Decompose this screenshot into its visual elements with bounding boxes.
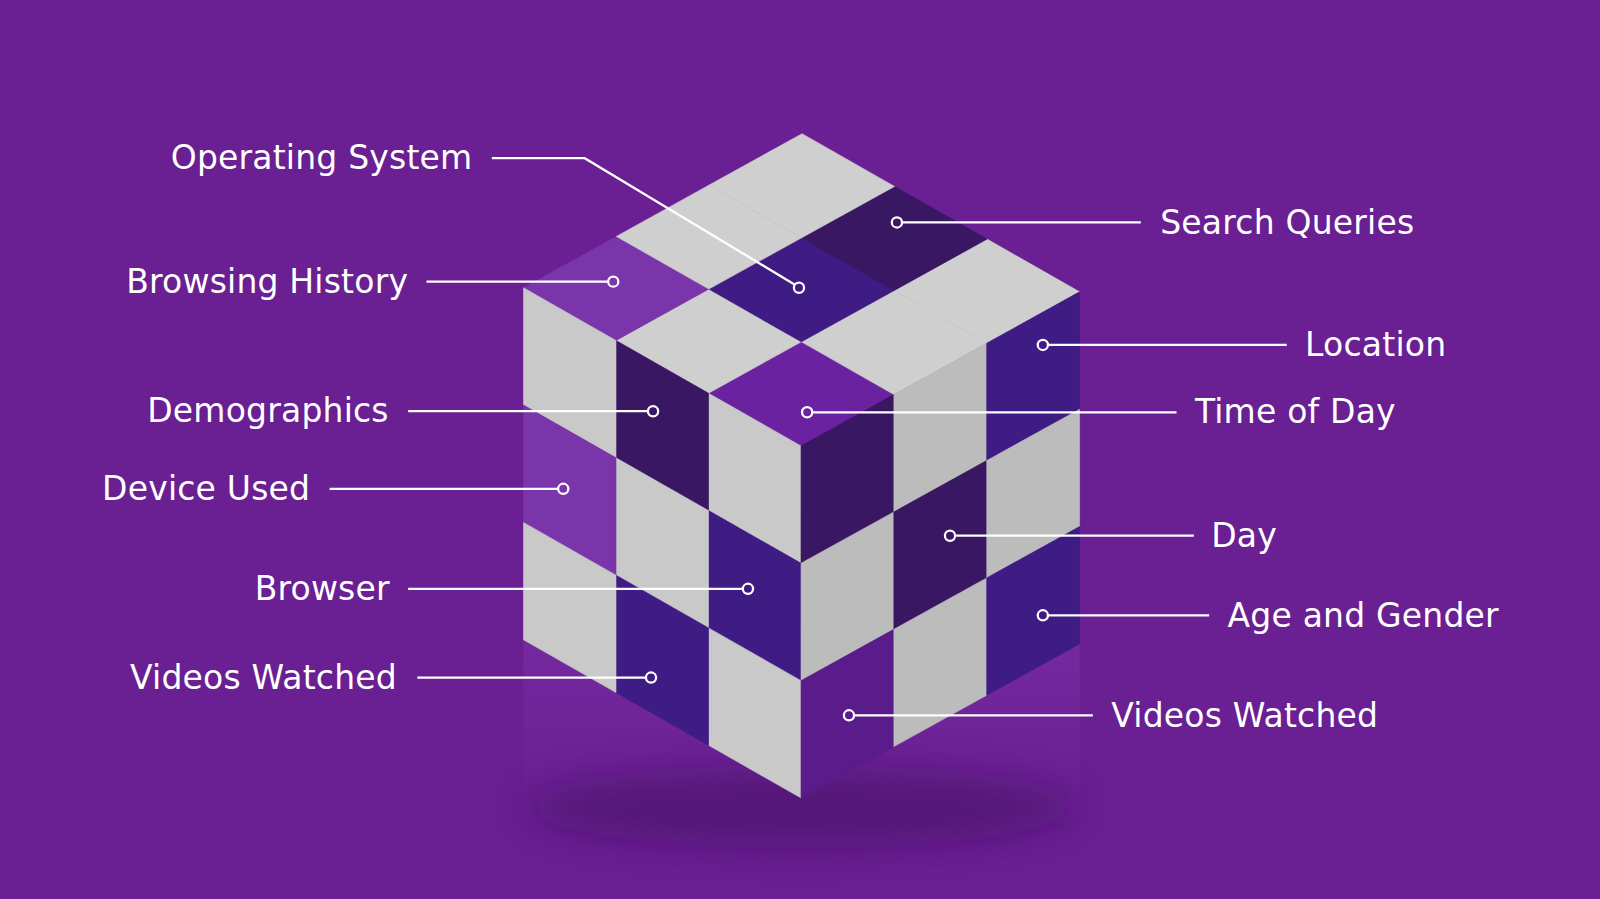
leader-line <box>1048 344 1287 346</box>
callout-label: Device Used <box>102 469 310 509</box>
leader-dot <box>608 277 618 287</box>
label-text: Search Queries <box>1160 203 1414 242</box>
leader-dot <box>648 406 658 416</box>
leader-line <box>427 281 609 283</box>
callout-label: Time of Day <box>1195 392 1396 432</box>
leader-line <box>812 411 1176 413</box>
leader-line <box>854 714 1093 716</box>
leader-lines <box>330 158 1287 715</box>
callout-label: Browser <box>255 569 390 609</box>
leader-dot <box>892 217 902 227</box>
leader-dot <box>1038 610 1048 620</box>
cube-tile <box>987 527 1080 696</box>
leader-dot <box>743 584 753 594</box>
callout-label: Day <box>1211 516 1277 556</box>
label-text: Demographics <box>147 391 389 430</box>
leader-line <box>1048 614 1209 616</box>
leader-dot <box>1038 340 1048 350</box>
leader-line <box>492 158 795 285</box>
cube-tile <box>894 578 987 747</box>
leader-dot <box>794 283 804 293</box>
label-text: Device Used <box>102 469 310 508</box>
callout-label: Age and Gender <box>1228 596 1499 636</box>
cube-tile <box>709 628 802 798</box>
leader-line <box>408 410 648 412</box>
leader-line <box>408 588 743 590</box>
leader-dot <box>802 407 812 417</box>
leader-dots <box>558 217 1048 720</box>
leader-dot <box>646 672 656 682</box>
callout-label: Demographics <box>147 391 389 431</box>
cube-tiles <box>523 134 1079 798</box>
leader-line <box>902 221 1141 223</box>
callout-label: Search Queries <box>1160 203 1414 243</box>
leader-dot <box>844 710 854 720</box>
label-text: Age and Gender <box>1228 596 1499 635</box>
leader-line <box>955 535 1194 537</box>
leader-dot <box>558 484 568 494</box>
callout-label: Browsing History <box>126 262 408 302</box>
leader-line <box>330 488 559 490</box>
label-text: Day <box>1211 516 1277 555</box>
callout-label: Operating System <box>171 138 473 178</box>
label-text: Browser <box>255 569 390 608</box>
cube-tile <box>616 575 709 745</box>
cube-tile <box>801 629 894 798</box>
cube-tile <box>709 134 894 238</box>
leader-dot <box>945 531 955 541</box>
cube-tile <box>523 522 616 692</box>
label-text: Videos Watched <box>130 658 397 697</box>
callout-label: Videos Watched <box>130 658 397 698</box>
leader-line <box>417 676 646 678</box>
label-text: Videos Watched <box>1111 696 1378 735</box>
label-text: Browsing History <box>126 262 408 301</box>
label-text: Time of Day <box>1195 392 1396 431</box>
label-text: Location <box>1305 325 1446 364</box>
label-text: Operating System <box>171 138 473 177</box>
callout-label: Videos Watched <box>1111 696 1378 736</box>
callout-label: Location <box>1305 325 1446 365</box>
